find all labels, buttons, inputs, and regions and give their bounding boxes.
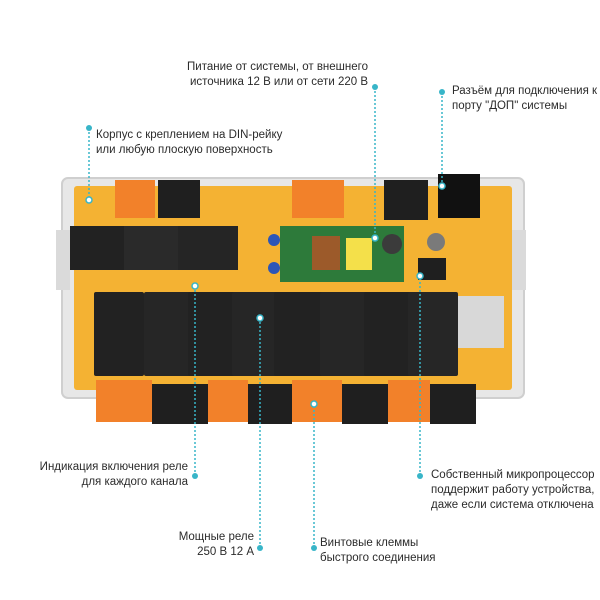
- bottom-terminal-orange-3: [292, 380, 342, 422]
- callout-target-relays: [256, 314, 264, 322]
- callout-dot-housing-top: [86, 125, 92, 131]
- transformer: [312, 236, 340, 270]
- callout-connector-line-2: порту "ДОП" системы: [452, 100, 568, 112]
- callout-target-indication: [191, 282, 199, 290]
- relay-2: [144, 292, 194, 376]
- callout-connector-line-1: Разъём для подключения к: [452, 85, 598, 97]
- small-relay-1: [70, 226, 130, 270]
- callout-terminals: Винтовые клеммы быстрого соединения: [320, 536, 450, 566]
- callout-dots: [86, 84, 445, 551]
- bottom-terminal-orange-1: [96, 380, 152, 422]
- relay-7: [364, 292, 414, 376]
- callout-target-housing: [85, 196, 93, 204]
- callout-power-line-2: источника 12 В или от сети 220 В: [189, 76, 368, 88]
- callout-processor-line-1: Собственный микропроцессор: [431, 469, 595, 481]
- housing-side-left: [56, 230, 70, 290]
- callout-lines: [88, 87, 443, 548]
- relay-3: [188, 292, 238, 376]
- callout-connector: Разъём для подключения к порту "ДОП" сис…: [452, 84, 598, 114]
- small-relay-2: [124, 226, 184, 270]
- main-relays: [94, 292, 458, 376]
- top-terminal-black-1: [158, 180, 200, 218]
- callout-dot-connector-top: [439, 89, 445, 95]
- housing-side-right: [512, 230, 526, 290]
- callout-terminals-line-1: Винтовые клеммы: [320, 537, 419, 549]
- callout-target-power: [371, 234, 379, 242]
- callout-dot-processor: [417, 473, 423, 479]
- callout-processor-line-2: поддержит работу устройства,: [431, 484, 595, 496]
- relay-4: [232, 292, 282, 376]
- bottom-terminal-orange-4: [388, 380, 430, 422]
- callout-relays-line-2: 250 В 12 А: [197, 546, 254, 558]
- callout-target-processor: [416, 272, 424, 280]
- bottom-terminals: [96, 380, 476, 424]
- relay-8: [408, 292, 458, 376]
- callout-targets: [85, 182, 446, 408]
- callout-indication: Индикация включения реле для каждого кан…: [36, 460, 188, 490]
- bottom-terminal-orange-2: [208, 380, 248, 422]
- callout-terminals-line-2: быстрого соединения: [320, 552, 436, 564]
- callout-dot-indication: [192, 473, 198, 479]
- relay-5: [274, 292, 324, 376]
- callout-indication-line-2: для каждого канала: [81, 476, 188, 488]
- dop-port-connector: [438, 174, 480, 218]
- bottom-terminal-black-1: [152, 384, 208, 424]
- callout-housing: Корпус с креплением на DIN-рейку или люб…: [96, 128, 296, 158]
- top-terminals: [115, 174, 480, 220]
- bottom-terminal-black-3: [342, 384, 388, 424]
- callout-relays: Мощные реле 250 В 12 А: [170, 530, 254, 560]
- top-terminal-orange-1: [115, 180, 155, 218]
- microprocessor-chip: [418, 258, 446, 280]
- callout-target-connector: [438, 182, 446, 190]
- top-terminal-black-2: [384, 180, 428, 220]
- capacitor-3: [268, 262, 280, 274]
- yellow-component: [346, 238, 372, 270]
- small-relay-3: [178, 226, 238, 270]
- relay-6: [320, 292, 370, 376]
- top-terminal-orange-2: [292, 180, 344, 218]
- callout-power-line-1: Питание от системы, от внешнего: [187, 61, 368, 73]
- callout-housing-line-2: или любую плоскую поверхность: [96, 144, 273, 156]
- callout-relays-line-1: Мощные реле: [178, 531, 254, 543]
- callout-processor-line-3: даже если система отключена: [431, 499, 594, 511]
- callout-indication-line-1: Индикация включения реле: [39, 461, 188, 473]
- power-supply-pcb: [280, 226, 404, 282]
- bottom-terminal-black-4: [430, 384, 476, 424]
- callout-processor: Собственный микропроцессор поддержит раб…: [431, 468, 597, 513]
- capacitor-4: [427, 233, 445, 251]
- callout-power: Питание от системы, от внешнего источник…: [186, 60, 368, 90]
- capacitor-1: [382, 234, 402, 254]
- callout-dot-terminals: [311, 545, 317, 551]
- callout-dot-power-top: [372, 84, 378, 90]
- capacitor-2: [268, 234, 280, 246]
- relay-1: [94, 292, 144, 376]
- heatsink-plate: [458, 296, 504, 348]
- callout-housing-line-1: Корпус с креплением на DIN-рейку: [96, 129, 283, 141]
- bottom-terminal-black-2: [248, 384, 292, 424]
- callout-dot-relays: [257, 545, 263, 551]
- callout-target-terminals: [310, 400, 318, 408]
